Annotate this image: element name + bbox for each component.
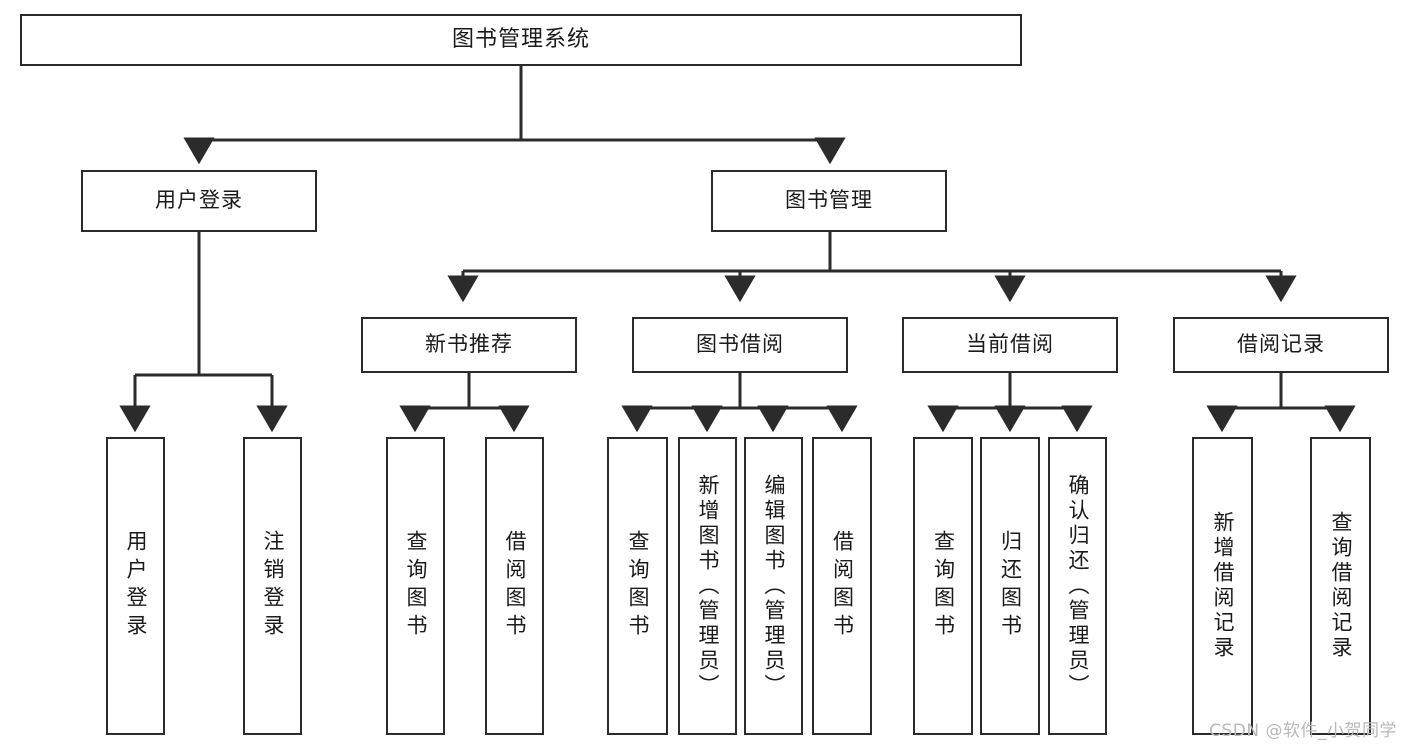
node-label: 当前借阅 [966,332,1054,357]
node-book-management[interactable]: 图书管理 [711,170,947,232]
node-leaf-confirm-return-admin[interactable]: 确认归还（管理员） [1048,437,1107,735]
node-label: 查询借阅记录 [1329,511,1353,661]
node-leaf-query-book-current[interactable]: 查询图书 [913,437,973,735]
node-leaf-return-book[interactable]: 归还图书 [980,437,1040,735]
node-leaf-add-book-admin[interactable]: 新增图书（管理员） [678,437,737,735]
node-label: 查询图书 [626,530,650,642]
node-leaf-borrow-book-new[interactable]: 借阅图书 [485,437,544,735]
node-label: 归还图书 [998,530,1023,642]
node-label: 新书推荐 [425,332,513,357]
node-borrow-records[interactable]: 借阅记录 [1173,317,1389,373]
node-leaf-query-borrow-record[interactable]: 查询借阅记录 [1310,437,1371,735]
node-user-login[interactable]: 用户登录 [81,170,317,232]
node-label: 借阅记录 [1237,332,1325,357]
node-label: 用户登录 [124,530,148,642]
node-leaf-logout[interactable]: 注销登录 [243,437,302,735]
node-leaf-edit-book-admin[interactable]: 编辑图书（管理员） [744,437,803,735]
node-label: 用户登录 [155,188,243,213]
node-leaf-user-login[interactable]: 用户登录 [106,437,165,735]
node-label: 借阅图书 [830,530,855,642]
node-current-borrow[interactable]: 当前借阅 [902,317,1118,373]
node-label: 编辑图书（管理员） [762,473,786,699]
node-leaf-query-book-new[interactable]: 查询图书 [386,437,445,735]
node-leaf-add-borrow-record[interactable]: 新增借阅记录 [1192,437,1253,735]
node-new-book-recommend[interactable]: 新书推荐 [361,317,577,373]
node-label: 注销登录 [261,530,285,642]
node-label: 图书管理 [785,188,873,213]
node-label: 图书管理系统 [451,26,590,52]
node-book-borrow[interactable]: 图书借阅 [632,317,848,373]
node-label: 确认归还（管理员） [1066,473,1090,699]
watermark-text: CSDN @软件_小贺同学 [1209,721,1397,741]
node-label: 新增借阅记录 [1211,511,1235,661]
node-label: 图书借阅 [696,332,784,357]
node-root-library-system[interactable]: 图书管理系统 [20,14,1022,66]
node-label: 新增图书（管理员） [696,473,720,699]
node-label: 借阅图书 [503,530,527,642]
node-label: 查询图书 [931,530,956,642]
node-leaf-borrow-book[interactable]: 借阅图书 [812,437,872,735]
node-leaf-query-book-borrow[interactable]: 查询图书 [607,437,668,735]
node-label: 查询图书 [404,530,428,642]
